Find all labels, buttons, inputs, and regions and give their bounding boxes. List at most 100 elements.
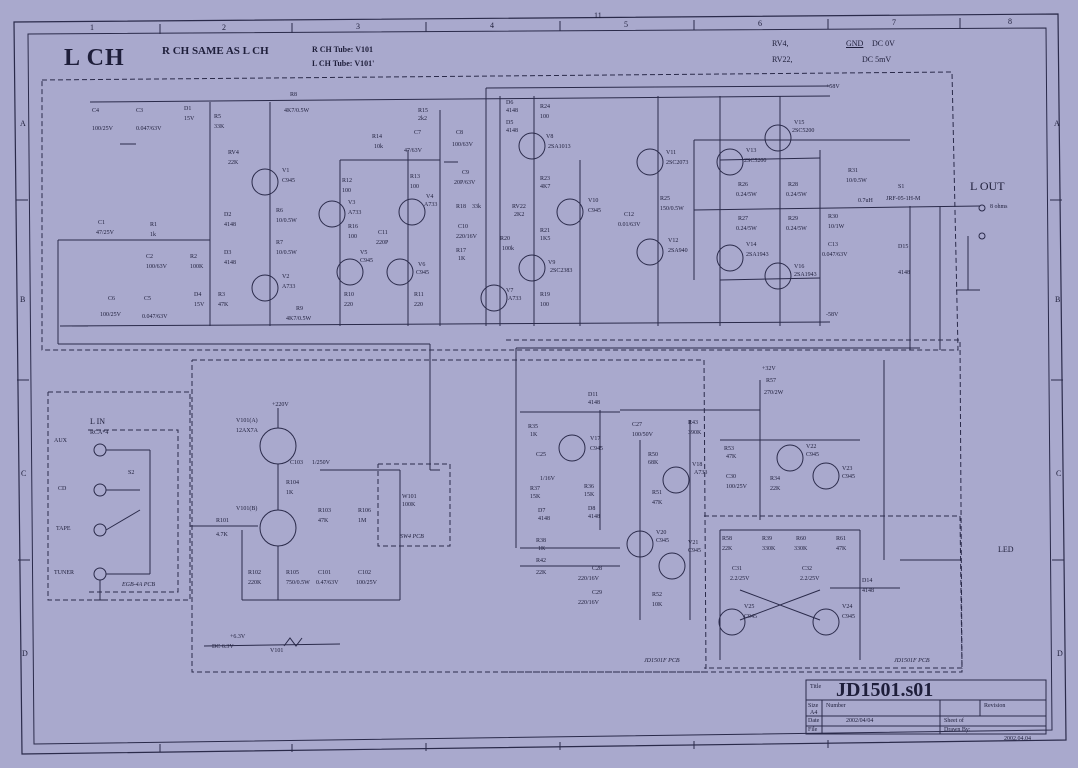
label-v18: V18 (692, 462, 703, 468)
value-r61: 47K (836, 546, 847, 552)
label-v4: V4 (426, 194, 434, 200)
value-r23: 4K7 (540, 184, 551, 190)
label-r35: R35 (528, 424, 539, 430)
value-v3: A733 (348, 210, 362, 216)
label-r60: R60 (796, 536, 807, 542)
value-r7: 10/0.5W (276, 250, 297, 256)
value-r50: 68K (648, 460, 659, 466)
value-c4: 100/25V (92, 126, 113, 132)
border-number: 3 (356, 22, 360, 31)
sheet-number: 11 (594, 11, 602, 20)
label-r36: R36 (584, 484, 595, 490)
label-r3: R3 (218, 292, 226, 298)
value-s1: JRF-05-1H-M (886, 196, 921, 202)
value-c29: 220/16V (578, 600, 599, 606)
value-l1: 0.7uH (858, 198, 873, 204)
value-r16: 100 (348, 234, 357, 240)
value-c12: 0.01/63V (618, 222, 641, 228)
value-v6: C945 (416, 270, 430, 276)
heater-voltage: +6.3V (230, 634, 246, 640)
value-d8: 4148 (588, 514, 600, 520)
output-label: L OUT (970, 179, 1005, 193)
label-c7: C7 (414, 130, 422, 136)
label-r14: R14 (372, 134, 383, 140)
label-r9: R9 (296, 306, 304, 312)
label-rv22: RV22 (512, 204, 526, 210)
label-v5: V5 (360, 250, 368, 256)
value-v8: 2SA1013 (548, 144, 571, 150)
rail-negative-58: -58V (826, 312, 839, 318)
label-r30: R30 (828, 214, 839, 220)
value-r58: 22K (722, 546, 733, 552)
pcb-label-sw4: SW4 PCB (400, 534, 424, 540)
label-r53: R53 (724, 446, 735, 452)
label-c4: C4 (92, 108, 100, 114)
label-r23: R23 (540, 176, 551, 182)
label-v1: V1 (282, 168, 290, 174)
label-v24: V24 (842, 604, 853, 610)
label-d1: D1 (184, 106, 192, 112)
label-r106: R106 (358, 508, 372, 514)
value-r102: 220K (248, 580, 262, 586)
value-r37: 15K (530, 494, 541, 500)
label-r2: R2 (190, 254, 198, 260)
value-r30: 10/1W (828, 224, 845, 230)
label-v3: V3 (348, 200, 356, 206)
value-r25: 150/0.5W (660, 206, 684, 212)
value-c11: 220P (376, 240, 389, 246)
value-v1: C945 (282, 178, 296, 184)
value-r20: 100k (502, 246, 514, 252)
label-r102: R102 (248, 570, 262, 576)
value-v17: C945 (590, 446, 604, 452)
value-r31: 10/0.5W (846, 178, 867, 184)
value-w101: 100K (402, 502, 416, 508)
label-r12: R12 (342, 178, 353, 184)
label-d2: D2 (224, 212, 232, 218)
label-r31: R31 (848, 168, 859, 174)
border-number: 6 (758, 19, 762, 28)
input-tuner: TUNER (54, 570, 74, 576)
label-r38: R38 (536, 538, 547, 544)
value-r24: 100 (540, 114, 549, 120)
label-d3: D3 (224, 250, 232, 256)
value-v14: 2SA1943 (746, 252, 769, 258)
label-r101: R101 (216, 518, 230, 524)
value-c28: 220/16V (578, 576, 599, 582)
value-v24: C945 (842, 614, 856, 620)
label-v15: V15 (794, 120, 805, 126)
value-c101: 0.47/63V (316, 580, 339, 586)
label-v9: V9 (548, 260, 556, 266)
label-c28: C28 (592, 566, 603, 572)
rail-positive-220: +220V (272, 402, 289, 408)
label-v22: V22 (806, 444, 817, 450)
label-r26: R26 (738, 182, 749, 188)
border-number: 8 (1008, 17, 1012, 26)
label-c6: C6 (108, 296, 116, 302)
label-c101: C101 (318, 570, 332, 576)
label-r28: R28 (788, 182, 799, 188)
label-s1: S1 (898, 184, 905, 190)
file-label: File (808, 727, 818, 733)
document-title: JD1501.s01 (836, 679, 934, 701)
label-r24: R24 (540, 104, 551, 110)
label-c13: C13 (828, 242, 839, 248)
border-number: 5 (624, 20, 628, 29)
value-r11: 220 (414, 302, 423, 308)
label-r5: R5 (214, 114, 222, 120)
value-r39: 330K (762, 546, 776, 552)
label-v25: V25 (744, 604, 755, 610)
value-d2: 4148 (224, 222, 236, 228)
value-r1: 1k (150, 232, 156, 238)
border-letter: C (21, 469, 27, 478)
label-w101: W101 (402, 494, 417, 500)
date-label: Date (808, 718, 820, 724)
label-r29: R29 (788, 216, 799, 222)
label-r19: R19 (540, 292, 551, 298)
value-c10: 220/16V (456, 234, 477, 240)
size-value: A4 (810, 710, 818, 716)
value-r19: 100 (540, 302, 549, 308)
label-r39: R39 (762, 536, 773, 542)
label-r58: R58 (722, 536, 733, 542)
label-r105: R105 (286, 570, 300, 576)
